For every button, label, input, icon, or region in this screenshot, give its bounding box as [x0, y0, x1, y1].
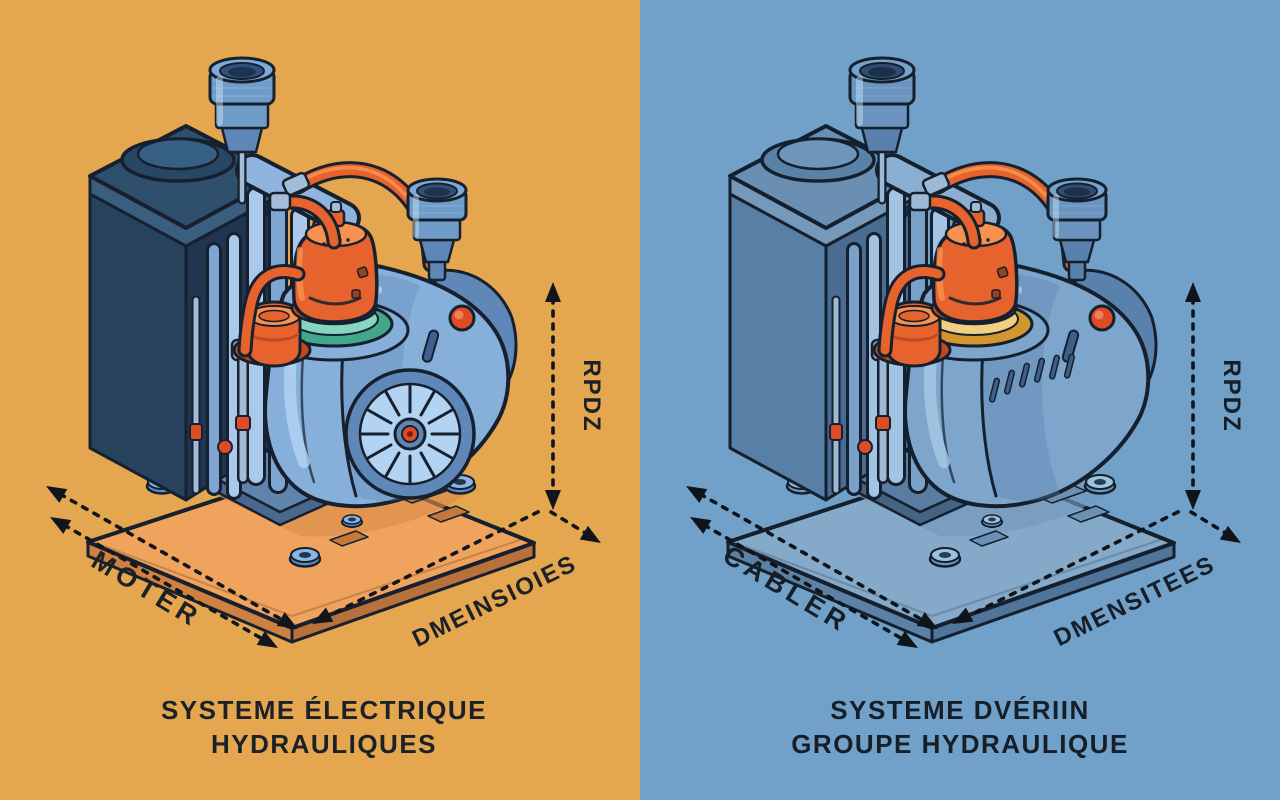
- right-scene: CABLER DMENSITEES RPDZ SYSTEME DVÉRIIN G…: [640, 0, 1280, 759]
- height-dimension-label: RPDZ: [1218, 359, 1245, 432]
- left-panel-electric-system: MOTER DMEINSIOIES RPDZ SYSTEME ÉLECTRIQU…: [0, 0, 640, 800]
- height-dimension-label: RPDZ: [578, 359, 605, 432]
- panel-caption-line2: HYDRAULIQUES: [211, 729, 437, 759]
- left-scene: MOTER DMEINSIOIES RPDZ SYSTEME ÉLECTRIQU…: [0, 0, 640, 759]
- panel-caption-line2: GROUPE HYDRAULIQUE: [791, 729, 1129, 759]
- panel-caption-line1: SYSTEME DVÉRIIN: [830, 695, 1089, 725]
- panel-caption-line1: SYSTEME ÉLECTRIQUE: [161, 695, 487, 725]
- right-panel-cylinder-group: CABLER DMENSITEES RPDZ SYSTEME DVÉRIIN G…: [640, 0, 1280, 800]
